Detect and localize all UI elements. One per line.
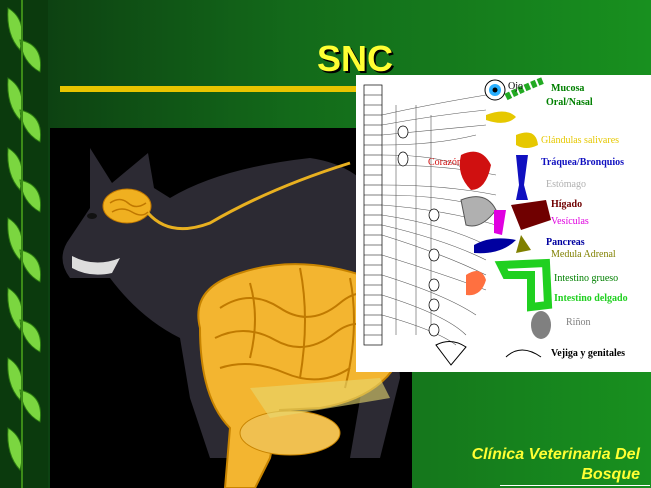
label-glandulas: Glándulas salivares [541,135,619,146]
label-vejiga: Vejiga y genitales [551,348,625,359]
brand-line-1: Clínica Veterinaria Del [420,445,640,465]
label-intestino-delgado: Intestino delgado [554,293,628,304]
label-medula: Medula Adrenal [551,249,616,260]
label-higado: Hígado [551,199,582,210]
label-rinon: Riñon [566,317,590,328]
clinic-brand: Clínica Veterinaria Del Bosque [420,445,640,485]
brand-line-2: Bosque [420,465,640,485]
label-estomago: Estómago [546,179,586,190]
label-pancreas: Pancreas [546,237,585,248]
label-oral-nasal: Oral/Nasal [546,97,593,108]
title-underline [60,86,360,92]
label-traquea: Tráquea/Bronquios [541,157,624,168]
label-vesiculas: Vesículas [551,216,589,227]
label-ojo: Ojo [508,81,523,92]
diagram-drawing [356,75,651,372]
label-intestino-grueso: Intestino grueso [554,273,618,284]
autonomic-diagram: Ojo Mucosa Oral/Nasal Glándulas salivare… [356,75,651,372]
label-mucosa: Mucosa [551,83,584,94]
brand-underline [500,485,650,486]
leaf-border [0,0,48,488]
slide-title: SNC [300,38,410,80]
label-corazon: Corazón [428,157,462,168]
